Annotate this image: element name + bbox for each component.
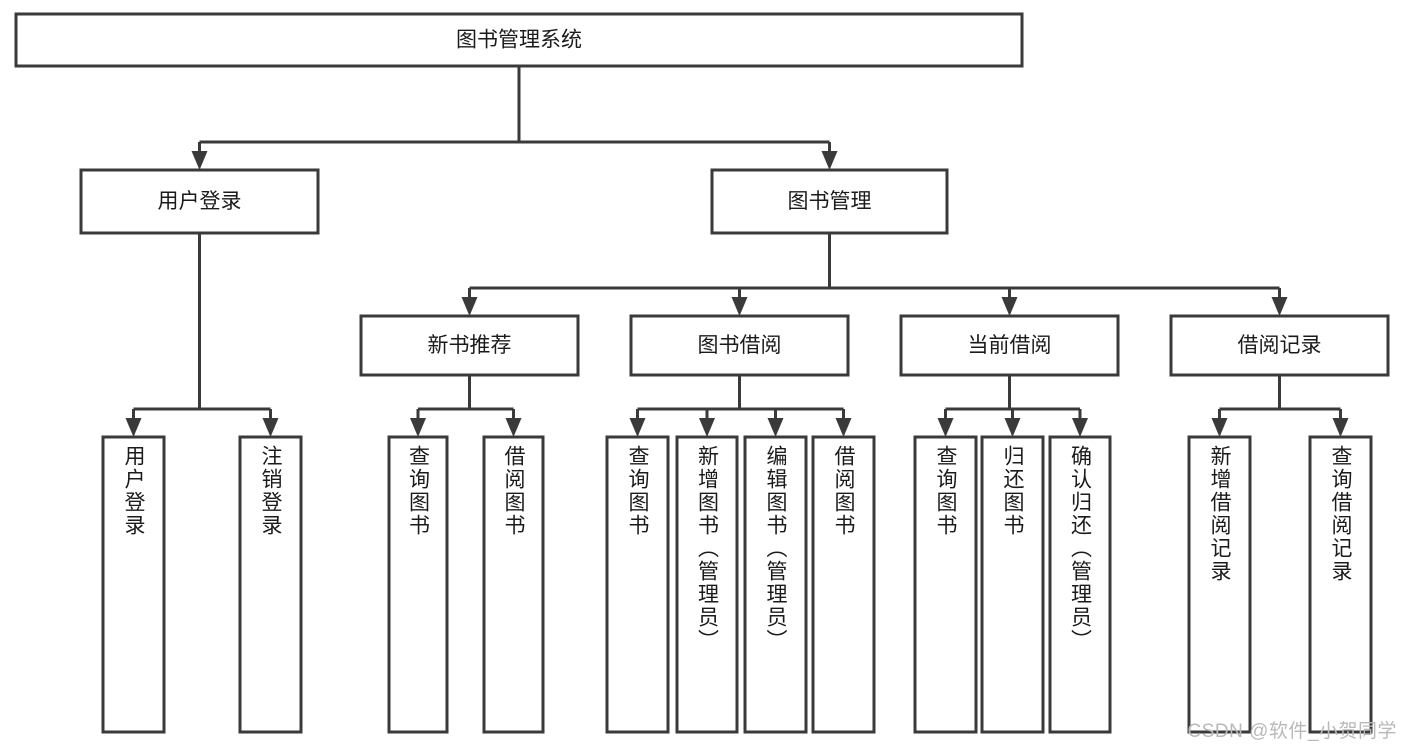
node-borrow-record[interactable]: 借阅记录 [1169,314,1390,377]
node-label-root: 图书管理系统 [456,29,582,52]
node-leaf-query-book-3[interactable] [913,435,978,734]
node-leaf-borrow-book-2[interactable] [811,435,876,734]
node-box-leaf-query-book-1 [387,435,449,734]
node-leaf-add-record[interactable] [1187,435,1252,734]
node-box-leaf-add-record [1187,435,1252,734]
node-box-book-borrow [629,314,850,377]
edge-group-book-manage [461,233,1288,316]
node-box-current-borrow [899,314,1120,377]
node-box-root [14,12,1024,68]
node-label-book-borrow: 图书借阅 [698,334,782,357]
node-label-book-manage: 图书管理 [788,190,872,213]
node-leaf-query-book-1[interactable] [387,435,449,734]
arrowhead [1001,297,1018,316]
arrowhead [262,418,279,437]
arrowhead [629,418,646,437]
arrowhead [1271,297,1288,316]
node-leaf-borrow-book-1[interactable] [482,435,545,734]
arrowhead [1332,418,1349,437]
arrowhead [410,418,426,437]
edge-group-borrow-record [1211,375,1349,437]
node-leaf-add-book[interactable] [675,435,739,734]
arrowhead [191,151,208,170]
arrowhead [699,418,715,437]
node-box-leaf-logout [238,435,303,734]
node-book-manage[interactable]: 图书管理 [710,168,949,235]
node-new-book-rec[interactable]: 新书推荐 [359,314,580,377]
node-box-book-manage [710,168,949,235]
node-user-login[interactable]: 用户登录 [79,168,320,235]
arrowhead [767,418,784,437]
node-box-leaf-query-book-2 [605,435,670,734]
arrowhead [461,297,478,316]
node-box-leaf-borrow-book-1 [482,435,545,734]
node-leaf-confirm-return[interactable] [1048,435,1112,734]
arrowhead [937,418,954,437]
node-label-current-borrow: 当前借阅 [968,334,1052,357]
node-leaf-logout[interactable] [238,435,303,734]
node-book-borrow[interactable]: 图书借阅 [629,314,850,377]
arrowhead [821,151,838,170]
node-box-leaf-edit-book [743,435,808,734]
node-box-borrow-record [1169,314,1390,377]
node-box-leaf-query-record [1308,435,1373,734]
node-leaf-query-record[interactable] [1308,435,1373,734]
arrowhead [505,418,522,437]
node-label-borrow-record: 借阅记录 [1238,334,1322,357]
edge-group-new-book-rec [410,375,522,437]
node-label-new-book-rec: 新书推荐 [428,334,512,357]
arrowhead [1072,418,1088,437]
node-box-leaf-user-login [101,435,166,734]
node-leaf-query-book-2[interactable] [605,435,670,734]
node-box-leaf-return-book [980,435,1045,734]
node-box-leaf-borrow-book-2 [811,435,876,734]
node-box-leaf-add-book [675,435,739,734]
node-box-leaf-query-book-3 [913,435,978,734]
edge-group-user-login [125,233,279,437]
node-label-user-login: 用户登录 [158,190,242,213]
node-leaf-edit-book[interactable] [743,435,808,734]
arrowhead [125,418,142,437]
edge-group-root [191,66,838,170]
arrowhead [731,297,748,316]
node-box-new-book-rec [359,314,580,377]
node-box-leaf-confirm-return [1048,435,1112,734]
edge-group-current-borrow [937,375,1088,437]
node-leaf-user-login[interactable] [101,435,166,734]
arrowhead [835,418,852,437]
node-box-user-login [79,168,320,235]
arrowhead [1211,418,1228,437]
node-root[interactable]: 图书管理系统 [14,12,1024,68]
connector-layer [125,66,1349,437]
node-leaf-return-book[interactable] [980,435,1045,734]
edge-group-book-borrow [629,375,852,437]
arrowhead [1004,418,1021,437]
watermark-text: CSDN @软件_小贺同学 [1187,721,1397,742]
node-current-borrow[interactable]: 当前借阅 [899,314,1120,377]
